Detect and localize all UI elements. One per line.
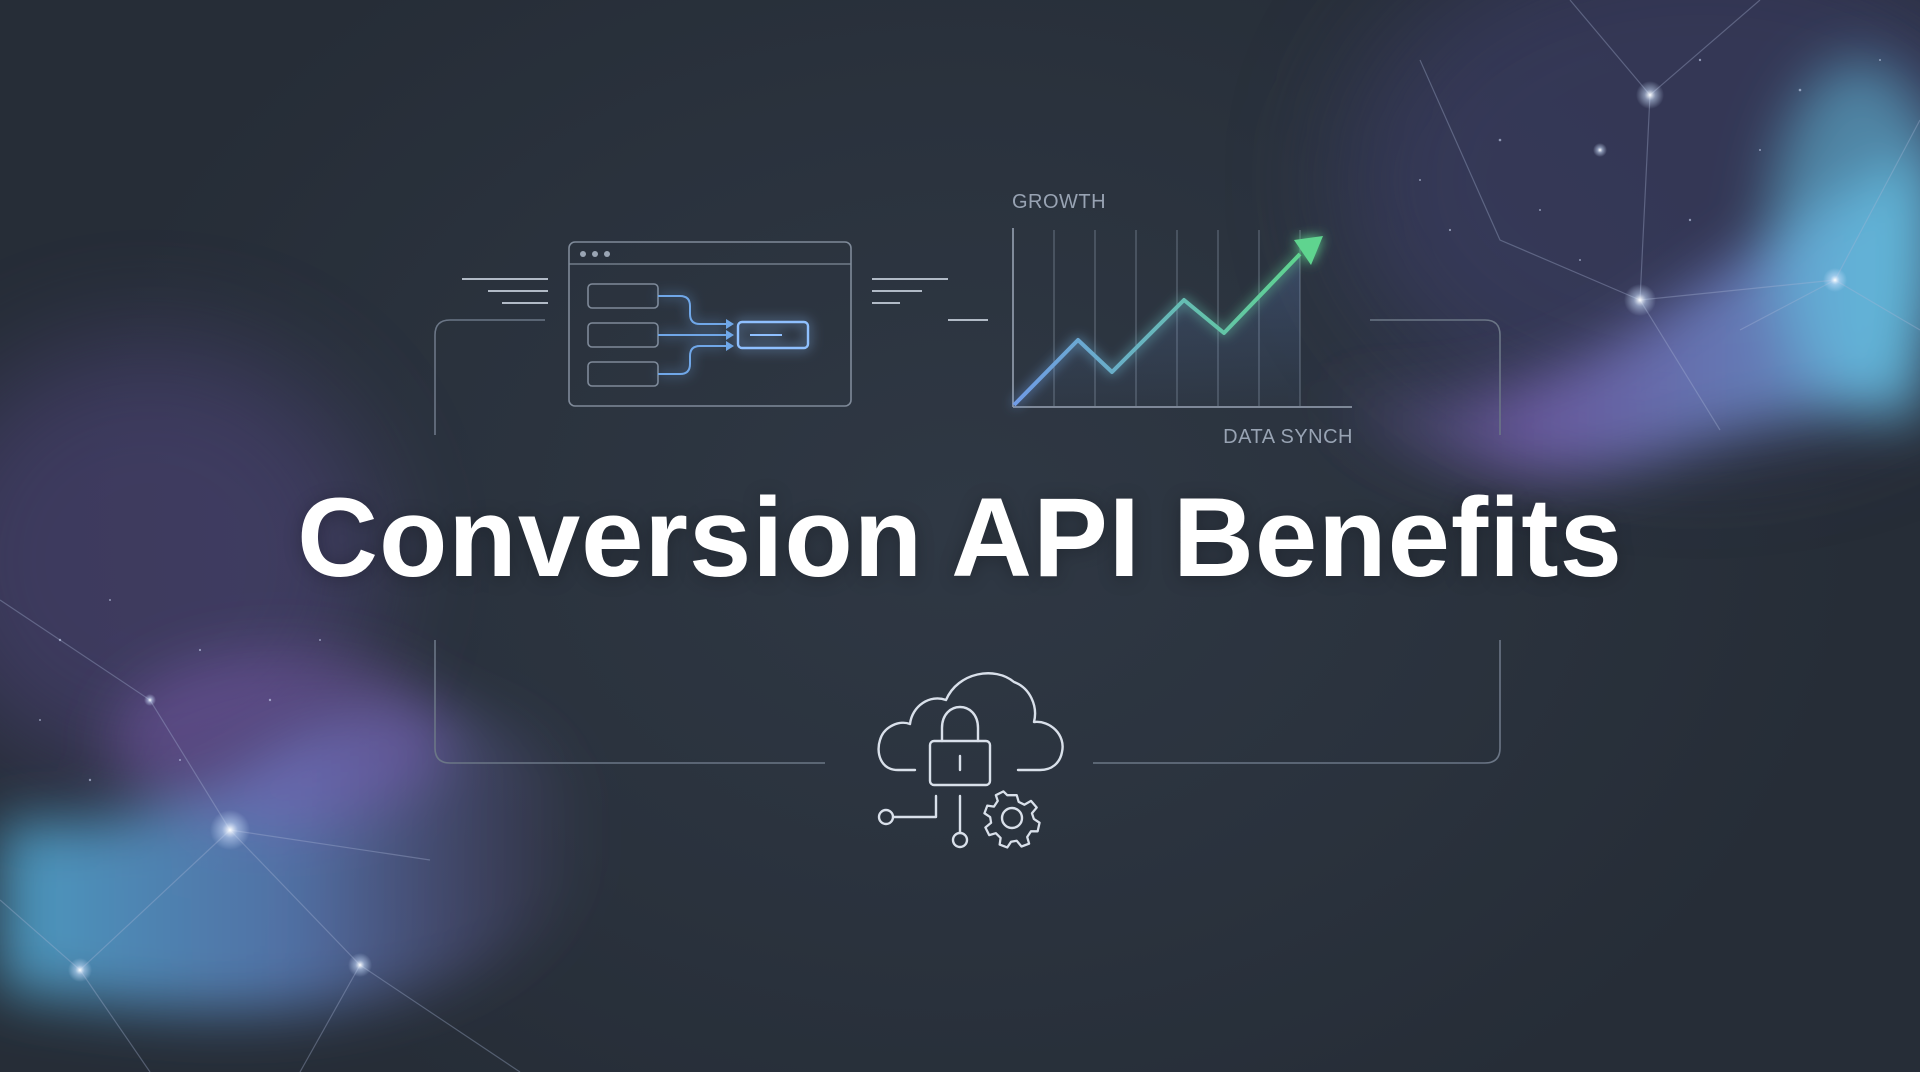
star-nodes — [68, 81, 1847, 982]
nebula-wave-left — [0, 650, 592, 1013]
growth-chart-icon: GROWTH DATA SYNCH — [1012, 191, 1353, 448]
page-title: Conversion API Benefits — [297, 475, 1623, 600]
nebula-wave-right — [1320, 60, 1920, 477]
cloud-lock-gear-icon — [877, 672, 1064, 849]
frame-brackets — [434, 319, 1501, 764]
workflow-browser-icon — [462, 241, 988, 407]
dust-stars — [39, 58, 1881, 782]
growth-label: GROWTH — [1012, 191, 1106, 213]
data-synch-label: DATA SYNCH — [1223, 426, 1353, 448]
